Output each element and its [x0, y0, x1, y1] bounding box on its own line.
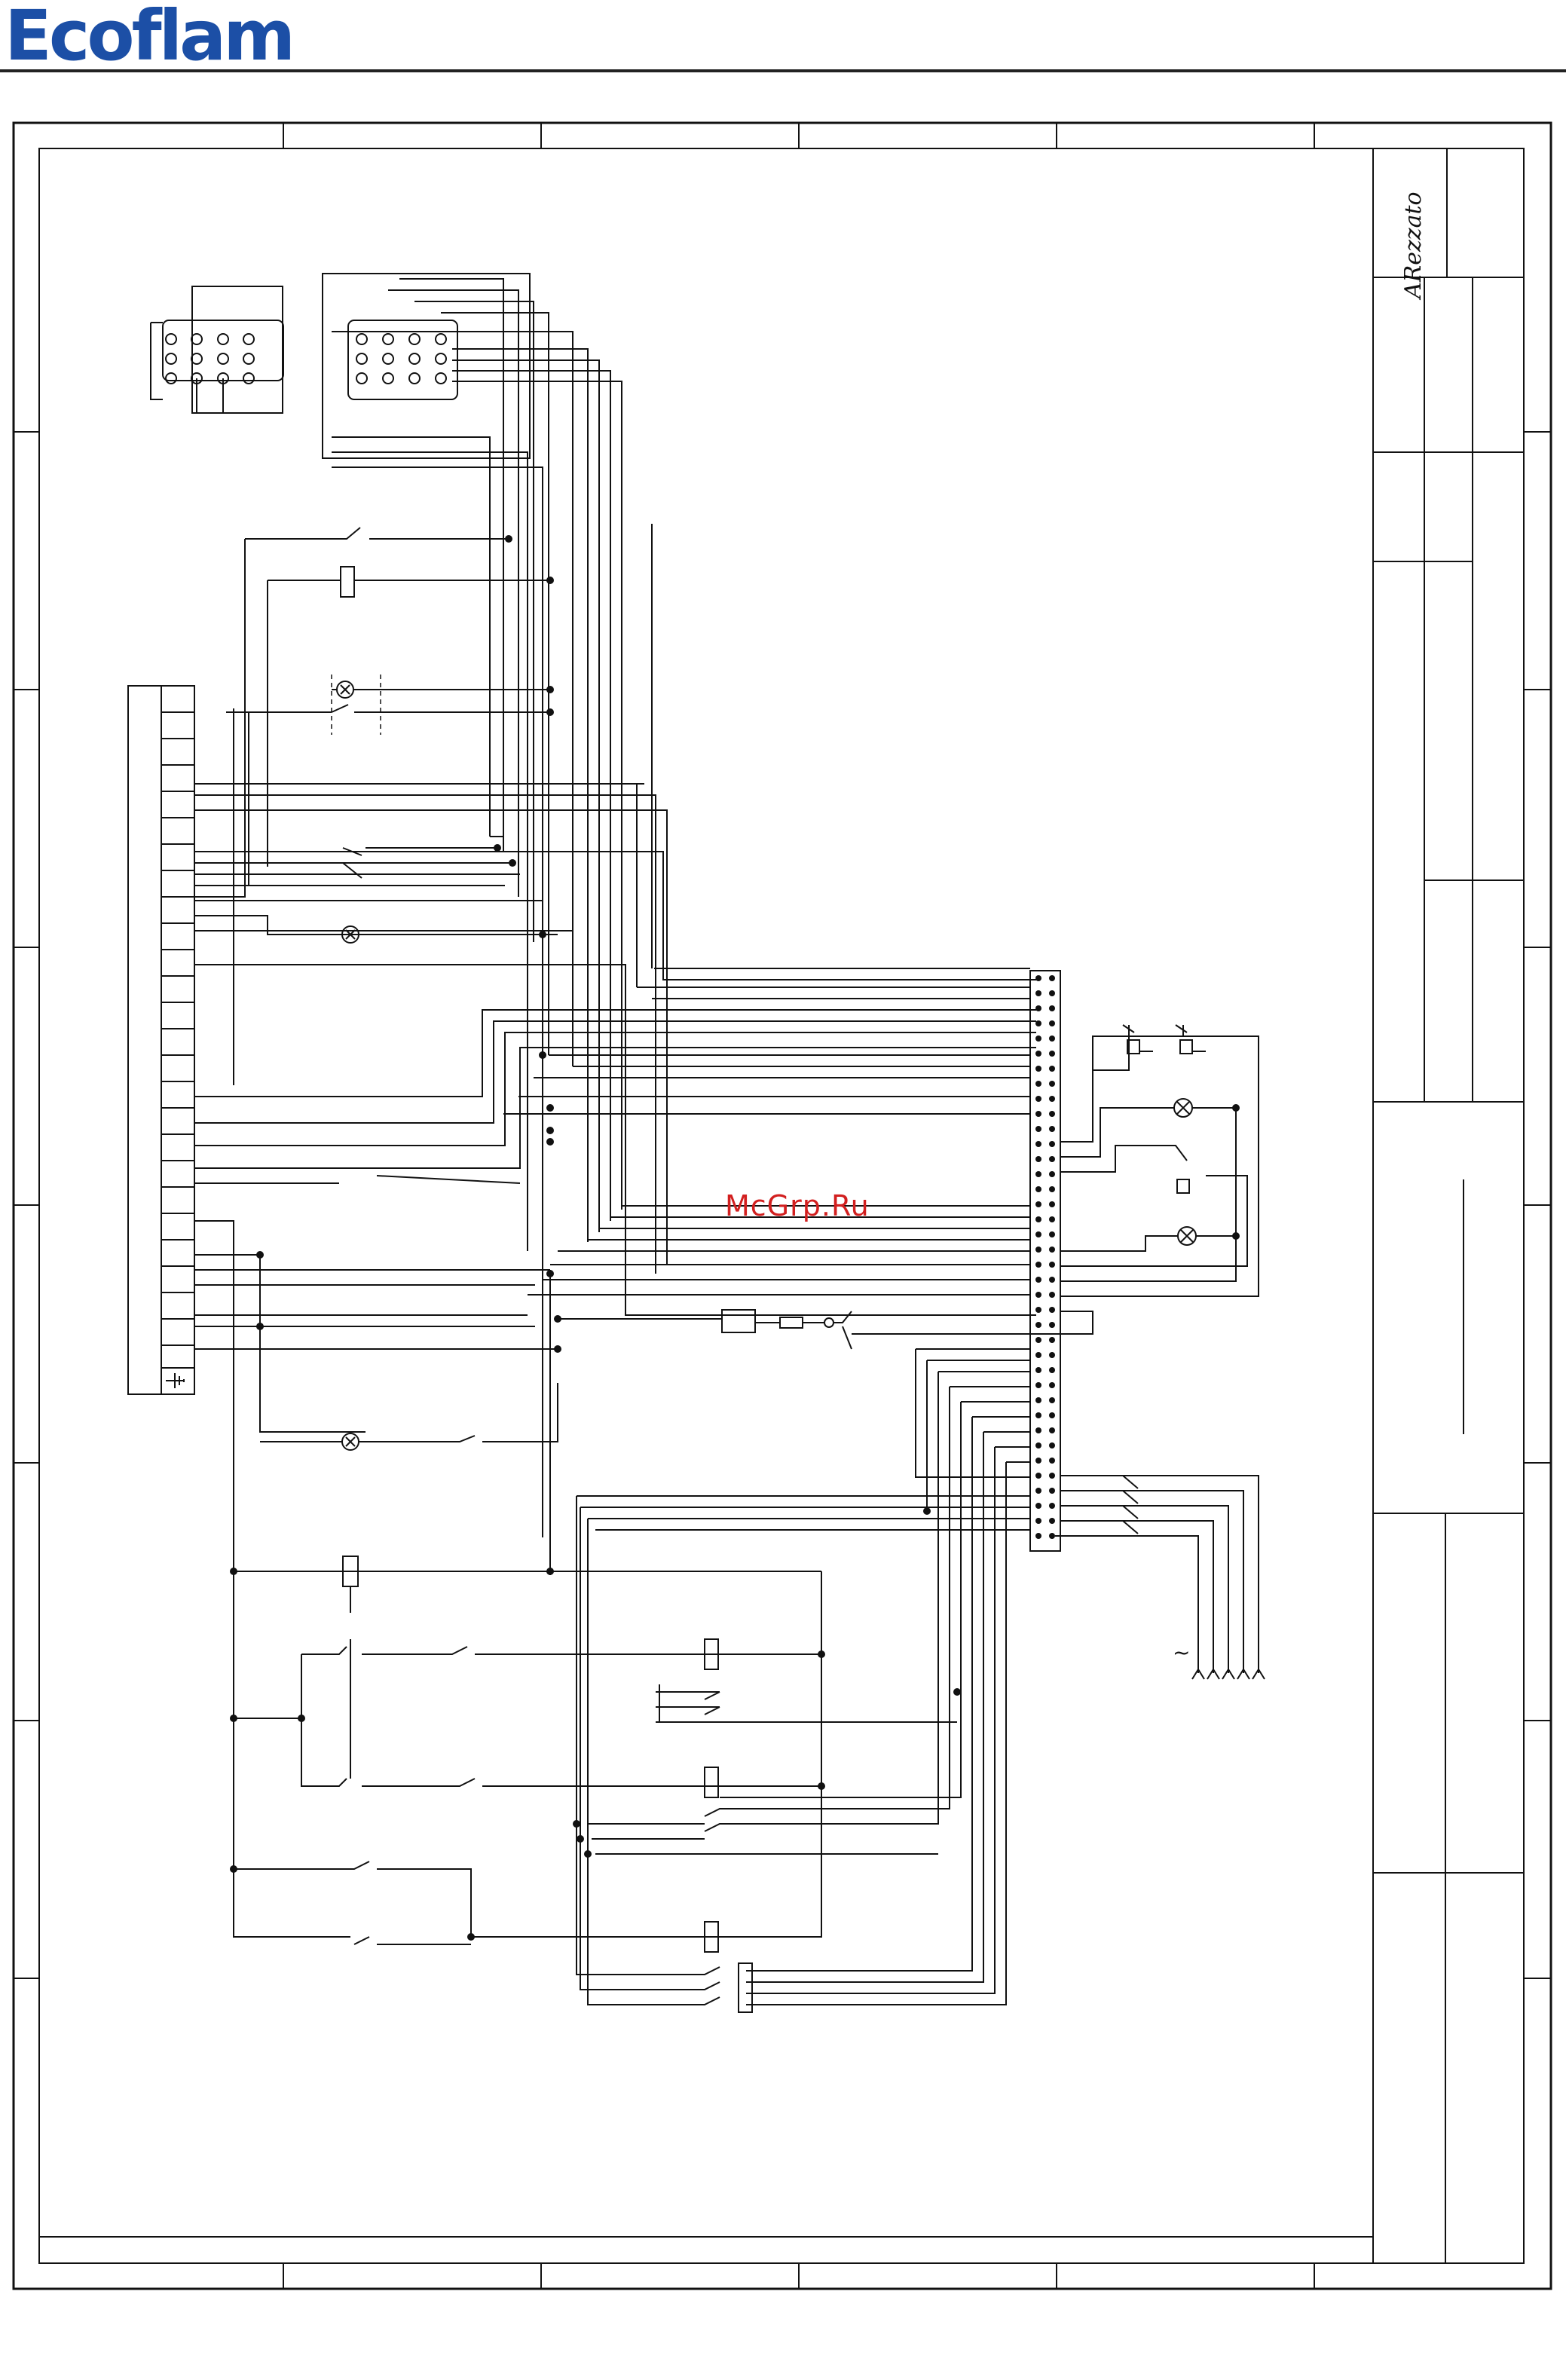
- solenoid-valve-icon: [1180, 1040, 1192, 1054]
- contactor-wiring: [577, 1349, 1030, 2012]
- right-loads: [1060, 1025, 1259, 1296]
- power-section: [234, 1240, 821, 1952]
- signature: ARezzato: [1400, 191, 1427, 298]
- relay-coil-icon: [341, 567, 354, 597]
- ac-supply-symbol: ~: [1173, 1640, 1190, 1665]
- watermark: McGrp.Ru: [725, 1189, 870, 1222]
- junction-dots: [230, 535, 1240, 1941]
- title-block: [1373, 148, 1524, 2263]
- fuse-icon: [780, 1317, 803, 1328]
- left-terminal-block: [128, 686, 194, 1394]
- solenoid-valve-icon: [1177, 1179, 1189, 1193]
- plug-connector-icon: [151, 286, 283, 413]
- relay-coil-icon: [705, 1767, 718, 1797]
- relay-coil-icon: [722, 1310, 755, 1332]
- main-supply: [1060, 1476, 1265, 1679]
- upper-components: [194, 528, 550, 1085]
